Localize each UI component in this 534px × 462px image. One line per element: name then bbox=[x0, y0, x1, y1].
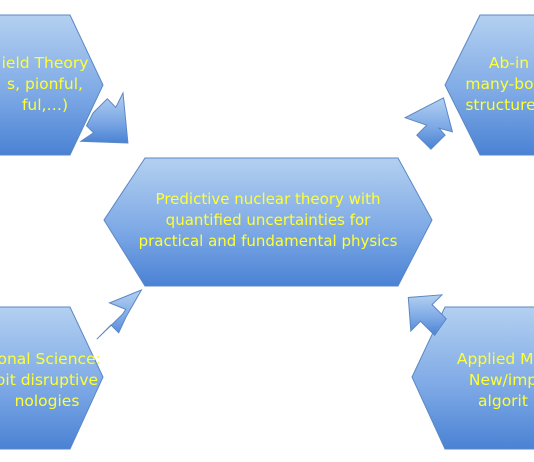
label-bottom-left-line-1: ional Science: bbox=[0, 349, 101, 368]
label-center: Predictive nuclear theory with quantifie… bbox=[104, 170, 432, 270]
arrow-bottom-right bbox=[407, 294, 447, 337]
hexagon-bottom-left bbox=[0, 306, 104, 450]
label-top-right: Ab-in many-body structure & bbox=[434, 38, 534, 130]
label-top-right-line-3: structure & bbox=[465, 95, 534, 114]
arrow-bottom-left bbox=[96, 288, 143, 340]
label-top-left-line-1: ield Theory bbox=[1, 53, 89, 72]
label-center-line-3: practical and fundamental physics bbox=[138, 231, 398, 250]
label-bottom-left-line-2: oit disruptive bbox=[0, 370, 99, 389]
hexagon-top-right bbox=[444, 14, 534, 156]
hexagon-top-left bbox=[0, 14, 104, 156]
label-top-left: ield Theory s, pionful, ful,…) bbox=[0, 38, 110, 130]
hexagon-center bbox=[103, 157, 433, 287]
label-bottom-right-line-1: Applied Mat bbox=[456, 349, 534, 368]
label-top-right-line-1: Ab-in bbox=[488, 53, 530, 72]
label-center-line-2: quantified uncertainties for bbox=[165, 210, 371, 229]
label-top-left-line-3: ful,…) bbox=[21, 95, 69, 114]
arrow-top-right bbox=[403, 97, 454, 150]
arrow-top-left bbox=[79, 91, 129, 144]
label-bottom-left: ional Science: oit disruptive nologies bbox=[0, 334, 120, 426]
label-bottom-left-line-3: nologies bbox=[14, 391, 80, 410]
label-bottom-right-line-3: algorit bbox=[478, 391, 528, 410]
hexagon-bottom-right bbox=[411, 306, 534, 450]
label-bottom-right: Applied Mat New/imp algorit bbox=[428, 334, 534, 426]
label-center-line-1: Predictive nuclear theory with bbox=[155, 189, 381, 208]
label-bottom-right-line-2: New/imp bbox=[468, 370, 534, 389]
label-top-left-line-2: s, pionful, bbox=[7, 74, 83, 93]
label-top-right-line-2: many-body bbox=[465, 74, 534, 93]
